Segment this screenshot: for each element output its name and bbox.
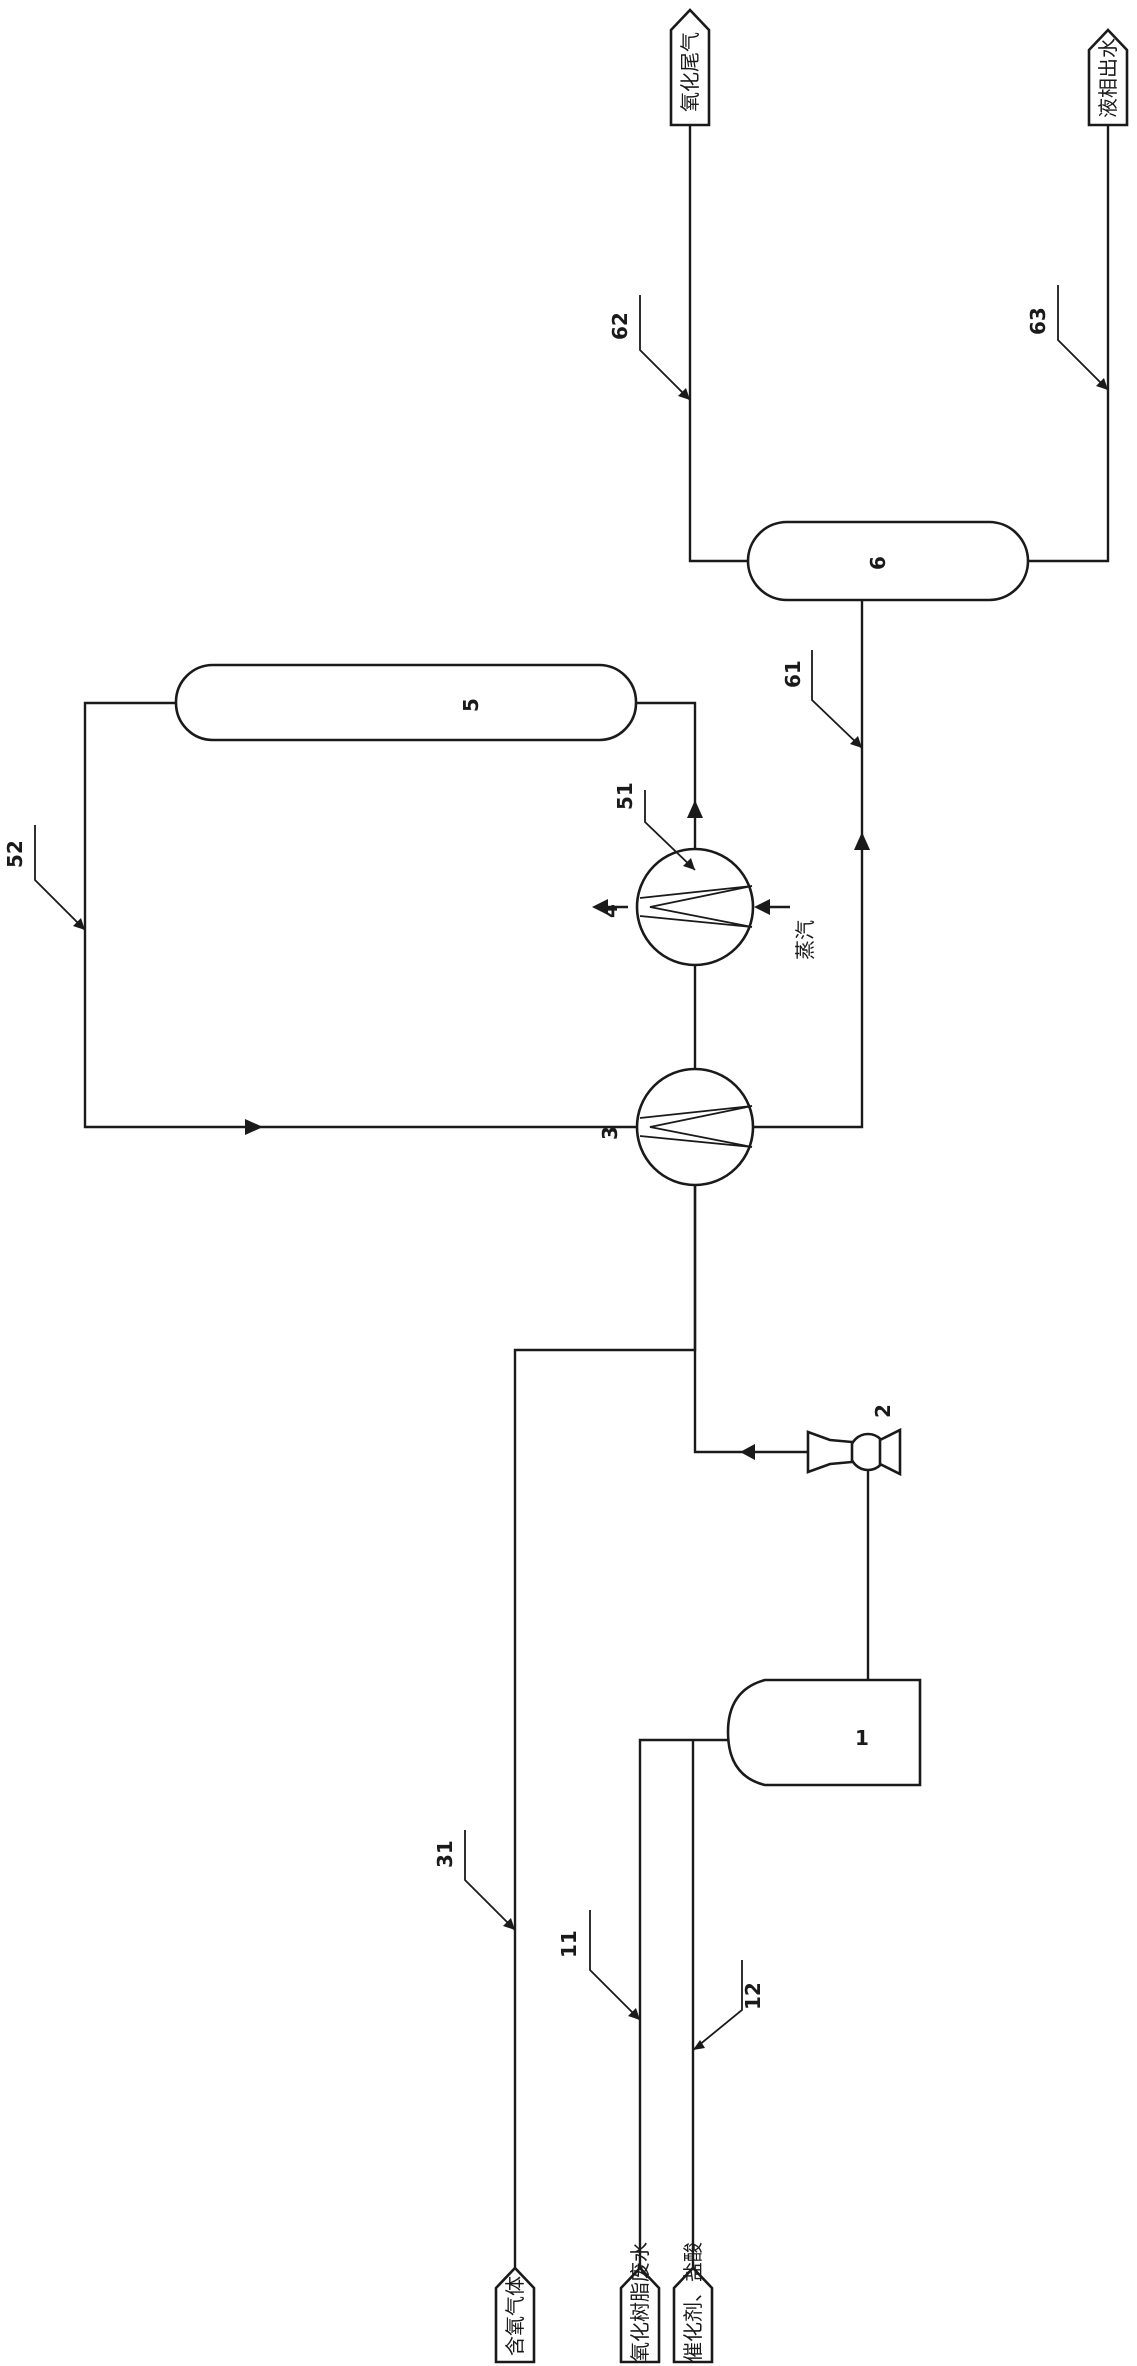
separator-6-label: 6 bbox=[866, 556, 890, 570]
stream-61-arrow bbox=[854, 832, 870, 850]
outlet-tag-liquid-water: 液相出水 bbox=[1087, 28, 1129, 127]
inlet-tag-catalyst-acid: 催化剂、盐酸 bbox=[672, 2242, 714, 2364]
stream-52-line bbox=[83, 701, 637, 1129]
leader-12: 12 bbox=[692, 1960, 765, 2051]
wastewater-line bbox=[638, 1738, 730, 2270]
stream-11-label: 11 bbox=[557, 1930, 581, 1958]
stream-12-label: 12 bbox=[741, 1982, 765, 2010]
leader-62: 62 bbox=[608, 295, 691, 401]
pump-discharge-line bbox=[693, 1185, 808, 1454]
reactor-inlet-line bbox=[636, 701, 697, 730]
tank-1: 1 bbox=[726, 1678, 922, 1787]
leader-51: 51 bbox=[613, 782, 696, 871]
label-steam: 蒸汽 bbox=[793, 920, 817, 960]
steam-arrows: 蒸汽 bbox=[592, 899, 817, 960]
leader-31: 31 bbox=[433, 1830, 516, 1931]
exchanger-3: 3 bbox=[598, 1067, 755, 1187]
stream-63-line bbox=[1028, 125, 1110, 563]
stream-52-label: 52 bbox=[3, 840, 27, 868]
inlet-tag-oxygen-gas: 含氧气体 bbox=[494, 2266, 536, 2364]
leader-61: 61 bbox=[781, 650, 863, 749]
stream-51-arrow bbox=[687, 800, 703, 818]
label-liquid-water: 液相出水 bbox=[1096, 38, 1120, 118]
leader-63: 63 bbox=[1026, 285, 1109, 391]
stream-63-label: 63 bbox=[1026, 307, 1050, 335]
reactor-5-label: 5 bbox=[459, 698, 483, 712]
stream-61-line bbox=[753, 600, 864, 1129]
leader-52: 52 bbox=[3, 825, 86, 931]
stream-62-line bbox=[688, 125, 748, 563]
oxygen-gas-line bbox=[513, 1185, 697, 2270]
pump-2-label: 2 bbox=[871, 1404, 895, 1418]
reactor-5: 5 bbox=[174, 663, 638, 742]
stream-62-label: 62 bbox=[608, 312, 632, 340]
pump-2: 2 bbox=[806, 1404, 902, 1477]
pump-discharge-arrow bbox=[740, 1444, 755, 1460]
outlet-tag-tail-gas: 氧化尾气 bbox=[669, 8, 711, 127]
label-catalyst-acid: 催化剂、盐酸 bbox=[681, 2242, 705, 2362]
exchanger-3-label: 3 bbox=[598, 1126, 622, 1140]
stream-52-arrow bbox=[245, 1119, 263, 1135]
stream-51-label: 51 bbox=[613, 782, 637, 810]
label-oxygen-gas: 含氧气体 bbox=[503, 2276, 527, 2356]
stream-61-label: 61 bbox=[781, 660, 805, 688]
tank-1-label: 1 bbox=[855, 1726, 869, 1750]
inlet-tag-wastewater: 氧化树脂废水 bbox=[619, 2242, 661, 2364]
label-wastewater: 氧化树脂废水 bbox=[628, 2242, 652, 2362]
leader-11: 11 bbox=[557, 1910, 641, 2021]
label-tail-gas: 氧化尾气 bbox=[678, 32, 702, 112]
stream-31-label: 31 bbox=[433, 1840, 457, 1868]
separator-6: 6 bbox=[746, 520, 1030, 602]
